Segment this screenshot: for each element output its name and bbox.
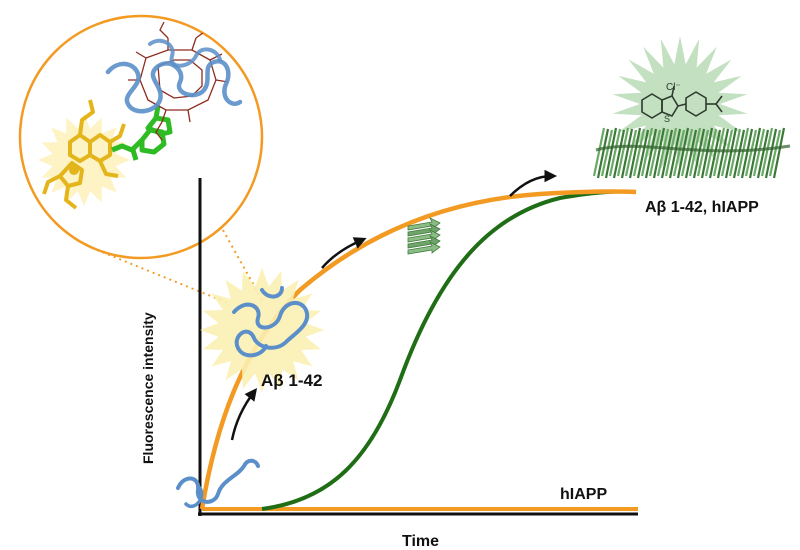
fibril-strand (700, 127, 714, 179)
glowing-oligomer-icon (200, 268, 324, 392)
fibril-strand (748, 127, 762, 179)
final-label: Aβ 1-42, hIAPP (645, 199, 759, 216)
y-axis-label: Fluorescence intensity (140, 312, 156, 464)
fibril-strand (672, 129, 686, 177)
fibril-strand (616, 127, 630, 177)
fibril-strand (676, 127, 690, 179)
fibril-strand (648, 129, 662, 177)
oligomer-coil (232, 286, 310, 358)
orange-growth-curve (199, 189, 637, 510)
fibril-strand (640, 127, 654, 177)
fibril-strand (752, 128, 766, 177)
fibril-strand (740, 128, 754, 179)
fibril-strand (708, 129, 722, 179)
fibril-strand (768, 129, 782, 177)
fibril-strand (596, 128, 610, 179)
fibril-strand (688, 127, 702, 177)
fibril-strand (652, 127, 666, 179)
fibril-strand (744, 129, 758, 177)
fibril-strand (656, 128, 670, 177)
beta-strand (407, 241, 441, 255)
fibril-strand (724, 127, 738, 179)
x-axis-label: Time (402, 533, 439, 550)
svg-text:S: S (664, 114, 670, 124)
beta-sheet-protofibril-icon (407, 217, 441, 255)
fibril-strand (772, 127, 786, 179)
fibril-strand (612, 129, 626, 179)
arrow-2 (321, 237, 367, 269)
peptide-coil-2 (148, 38, 222, 68)
fluorescent-probe-molecule-icon (42, 99, 126, 210)
fibril-strand (592, 127, 606, 177)
fibril-strand (764, 128, 778, 179)
abeta-label: Aβ 1-42 (261, 371, 322, 390)
fibril-strand (632, 128, 646, 177)
random-coil-monomer-icon-2 (184, 486, 204, 509)
zoom-inset (18, 14, 264, 260)
fibril-strand (704, 128, 718, 177)
fibril-strand (728, 128, 742, 177)
fibril-strand (660, 129, 674, 179)
thioflavin-t-molecule-icon: Cl⁻ S (641, 82, 723, 124)
fibril-strand (720, 129, 734, 177)
svg-text:Cl⁻: Cl⁻ (666, 82, 681, 93)
fibril-strand (624, 129, 638, 177)
fibril-strand (664, 127, 678, 177)
fibril-strand (696, 129, 710, 177)
arrow-1 (230, 388, 258, 441)
fibril-strand (604, 127, 618, 179)
fibril-axis (595, 144, 791, 153)
fibril-strand (692, 128, 706, 179)
fibril-strand (608, 128, 622, 177)
fibril-strand (716, 128, 730, 179)
fibril-strand (644, 128, 658, 179)
zoom-connector-bottom (96, 249, 229, 304)
random-coil-monomer-icon (176, 458, 260, 504)
fibril-strand (668, 128, 682, 179)
fibril-strand (600, 129, 614, 177)
baseline-label: hIAPP (560, 486, 607, 503)
fibril-strand (680, 128, 694, 177)
amyloid-fibril-icon (592, 127, 791, 179)
arrow-3 (509, 169, 557, 197)
fibril-strand (684, 129, 698, 179)
fibril-strand (760, 127, 774, 177)
green-sigmoid-curve (261, 189, 637, 511)
linker-molecule (111, 105, 173, 161)
fibril-strand (620, 128, 634, 179)
fibril-strand (732, 129, 746, 179)
fibril-strand (628, 127, 642, 179)
fibril-strand (756, 129, 770, 179)
fibril-strand (636, 129, 650, 179)
